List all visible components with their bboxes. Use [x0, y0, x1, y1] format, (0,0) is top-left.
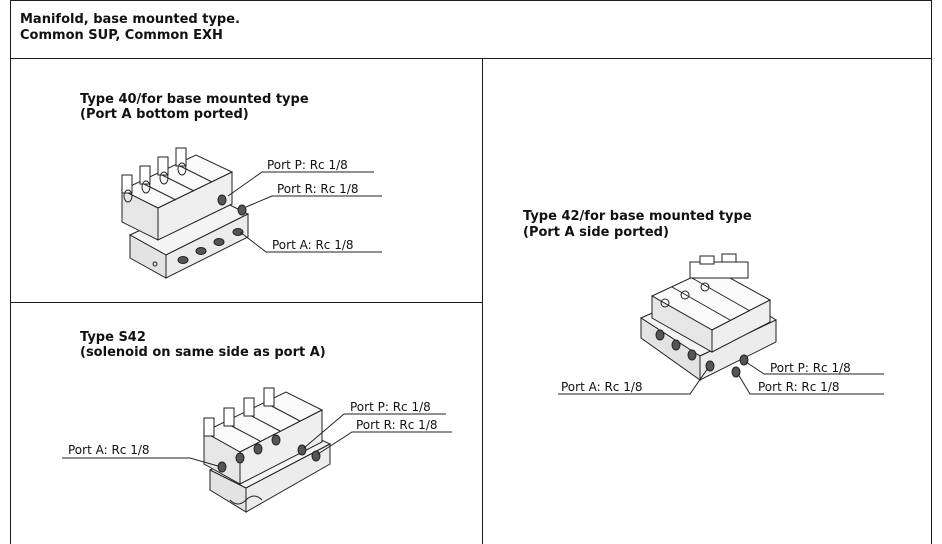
type42-port-r-label: Port R: Rc 1/8 — [758, 380, 840, 394]
outer-frame — [10, 0, 932, 544]
type40-subtitle: (Port A bottom ported) — [80, 107, 249, 122]
header-box — [10, 0, 932, 59]
header-title: Manifold, base mounted type. — [20, 12, 240, 27]
type40-port-r-label: Port R: Rc 1/8 — [277, 182, 359, 196]
type40-port-p-label: Port P: Rc 1/8 — [267, 158, 348, 172]
horizontal-divider — [10, 302, 483, 303]
typeS42-port-a-label: Port A: Rc 1/8 — [68, 443, 150, 457]
type42-title: Type 42/for base mounted type — [523, 209, 752, 224]
type42-subtitle: (Port A side ported) — [523, 225, 669, 240]
type42-port-p-label: Port P: Rc 1/8 — [770, 361, 851, 375]
typeS42-port-r-label: Port R: Rc 1/8 — [356, 418, 438, 432]
header-subtitle: Common SUP, Common EXH — [20, 28, 223, 43]
typeS42-port-p-label: Port P: Rc 1/8 — [350, 400, 431, 414]
type42-port-a-label: Port A: Rc 1/8 — [561, 380, 643, 394]
type40-port-a-label: Port A: Rc 1/8 — [272, 238, 354, 252]
vertical-divider — [482, 58, 483, 544]
typeS42-subtitle: (solenoid on same side as port A) — [80, 345, 326, 360]
type40-title: Type 40/for base mounted type — [80, 92, 309, 107]
typeS42-title: Type S42 — [80, 330, 146, 345]
